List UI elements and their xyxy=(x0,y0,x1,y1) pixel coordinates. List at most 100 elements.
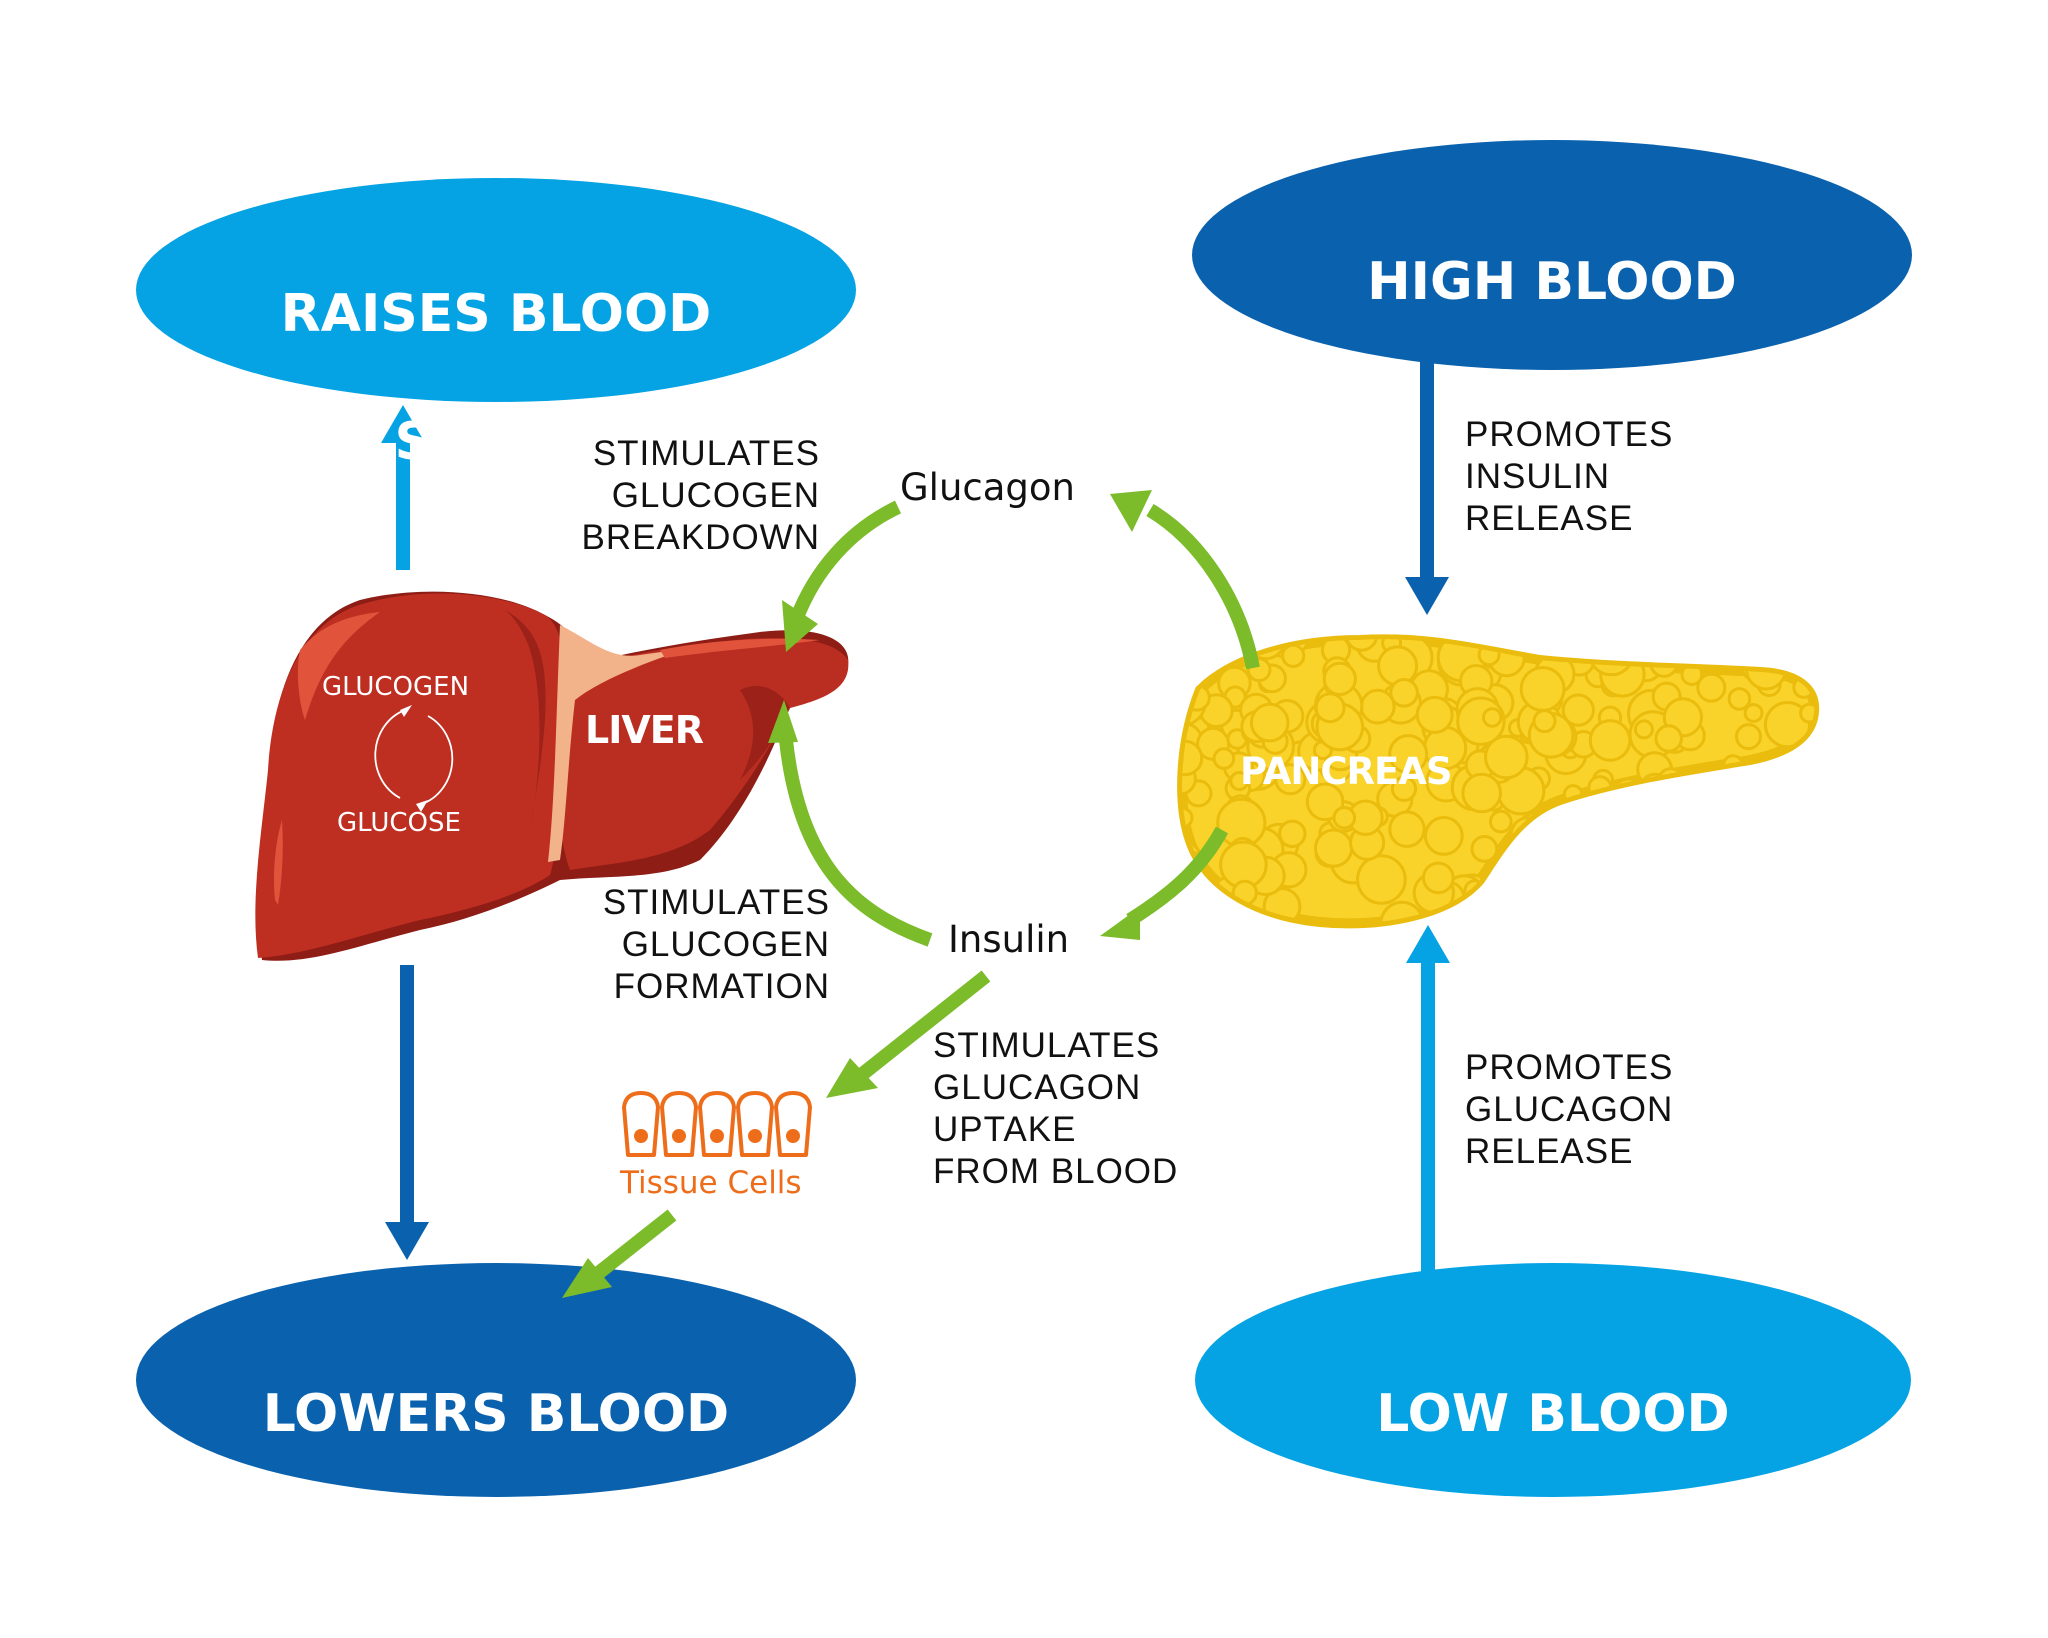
pancreas-lobule xyxy=(1588,719,1632,762)
caption-line: BREAKDOWN xyxy=(581,518,820,557)
pancreas-lobule xyxy=(1748,778,1776,806)
cycle-arrow-left xyxy=(374,709,406,799)
pancreas-lobule xyxy=(1784,776,1805,797)
pancreas-lobule xyxy=(1520,822,1562,864)
liver-cycle-top-label: GLUCOGEN xyxy=(322,672,470,702)
pancreas-lobule xyxy=(1743,774,1777,807)
pancreas-lobule xyxy=(1415,695,1454,734)
pancreas-lobule xyxy=(1388,734,1429,775)
low-line2: SUGAR xyxy=(1451,1512,1655,1572)
pancreas-lobule xyxy=(1618,783,1669,834)
pancreas-lobule xyxy=(1359,688,1396,725)
pancreas-lobule xyxy=(1314,692,1346,724)
arrow-high-to-pancreas xyxy=(1405,362,1449,615)
raises-line1: RAISES BLOOD xyxy=(280,284,712,344)
pancreas-lobule xyxy=(1776,885,1815,924)
pancreas-lobule xyxy=(1587,639,1635,677)
cell-nucleus xyxy=(672,1129,686,1143)
caption-line: STIMULATES xyxy=(592,434,820,473)
arrow-glucagon-to-liver xyxy=(782,500,902,652)
arrow-pancreas-to-insulin xyxy=(1100,826,1229,940)
arrow-low-to-pancreas xyxy=(1406,925,1450,1272)
pancreas-lobule xyxy=(1390,775,1418,802)
pancreas-lobule xyxy=(1575,815,1601,841)
pancreas-lobule xyxy=(1212,747,1236,770)
tissue-cell xyxy=(660,1091,698,1157)
caption-line: RELEASE xyxy=(1465,1132,1634,1171)
arrow-insulin-to-liver xyxy=(768,700,933,947)
pancreas-lobule xyxy=(1278,819,1307,848)
pancreas-lobule xyxy=(1773,639,1803,651)
arrow-insulin-to-tissue xyxy=(826,970,991,1098)
pancreas-lobule xyxy=(1672,916,1696,924)
pancreas-lobule xyxy=(1182,904,1202,924)
liver-cycle-bottom-label: GLUCOSE xyxy=(337,808,461,838)
pancreas-lobule xyxy=(1589,878,1616,905)
pancreas-lobule xyxy=(1484,734,1529,780)
insulin-label: Insulin xyxy=(948,918,1070,961)
pancreas-lobule xyxy=(1787,750,1815,802)
cell-nucleus xyxy=(710,1129,724,1143)
pancreas-lobule xyxy=(1305,782,1345,822)
pancreas-lobule xyxy=(1795,863,1815,907)
cell-nucleus xyxy=(748,1129,762,1143)
raises-line2: SUGAR xyxy=(394,412,598,472)
caption-line: STIMULATES xyxy=(933,1026,1161,1065)
pancreas-lobule xyxy=(1461,772,1502,814)
pancreas-lobule xyxy=(1769,855,1802,888)
pancreas-label: PANCREAS xyxy=(1240,750,1453,793)
high-blood-sugar-ellipse xyxy=(1192,140,1912,370)
pancreas-lobule xyxy=(1332,806,1357,830)
high-blood-sugar-label: HIGH BLOOD SUGAR xyxy=(1252,186,1852,506)
pancreas-lobule xyxy=(1671,829,1700,858)
tissue-cell xyxy=(622,1091,660,1157)
caption-line: GLUCAGON xyxy=(933,1068,1142,1107)
pancreas-lobule xyxy=(1314,828,1354,868)
pancreas-lobule xyxy=(1356,854,1407,905)
pancreas-lobule xyxy=(1732,899,1764,924)
pancreas-lobule xyxy=(1701,900,1734,924)
low-line1: LOW BLOOD xyxy=(1376,1384,1730,1444)
pancreas-lobule xyxy=(1648,849,1690,891)
tissue-cell xyxy=(736,1091,774,1157)
pancreas-lobule xyxy=(1780,799,1811,830)
lowers-blood-sugar-label: LOWERS BLOOD SUGAR xyxy=(196,1318,796,1638)
cell-nucleus xyxy=(634,1129,648,1143)
cycle-arrowhead-top xyxy=(400,705,412,717)
raises-blood-sugar-label: RAISES BLOOD SUGAR xyxy=(196,218,796,538)
pancreas-lobule xyxy=(1638,859,1682,903)
high-line2: SUGAR xyxy=(1450,380,1654,440)
pancreas-lobule xyxy=(1739,780,1775,817)
pancreas-lobule xyxy=(1633,719,1654,740)
caption-line: STIMULATES xyxy=(602,883,830,922)
pancreas-lobule xyxy=(1773,846,1815,895)
pancreas-lobule xyxy=(1743,703,1764,723)
lowers-line2: SUGAR xyxy=(394,1512,598,1572)
pancreas-lobule xyxy=(1229,771,1250,791)
pancreas-lobule xyxy=(1600,896,1626,922)
pancreas-lobule xyxy=(1666,826,1692,853)
pancreas-lobule xyxy=(1606,833,1626,854)
pancreas-lobule xyxy=(1489,809,1513,834)
pancreas-lobule xyxy=(1590,823,1640,873)
caption-line: FROM BLOOD xyxy=(933,1152,1179,1191)
raises-blood-sugar-ellipse xyxy=(136,178,856,402)
pancreas-lobule xyxy=(1801,817,1815,842)
pancreas-lobule xyxy=(1735,723,1762,751)
pancreas-lobule xyxy=(1647,639,1678,658)
caption-line: GLUCOGEN xyxy=(621,925,830,964)
pancreas-lobule xyxy=(1519,666,1566,712)
pancreas-lobule xyxy=(1727,687,1752,711)
pancreas-lobule xyxy=(1782,753,1808,778)
pancreas-lobule xyxy=(1639,805,1677,843)
pancreas-lobule xyxy=(1389,678,1419,708)
pancreas-lobule xyxy=(1344,639,1379,652)
caption-line: UPTAKE xyxy=(933,1110,1077,1149)
pancreas-lobule xyxy=(1479,882,1520,923)
glucagon-label: Glucagon xyxy=(900,466,1075,509)
